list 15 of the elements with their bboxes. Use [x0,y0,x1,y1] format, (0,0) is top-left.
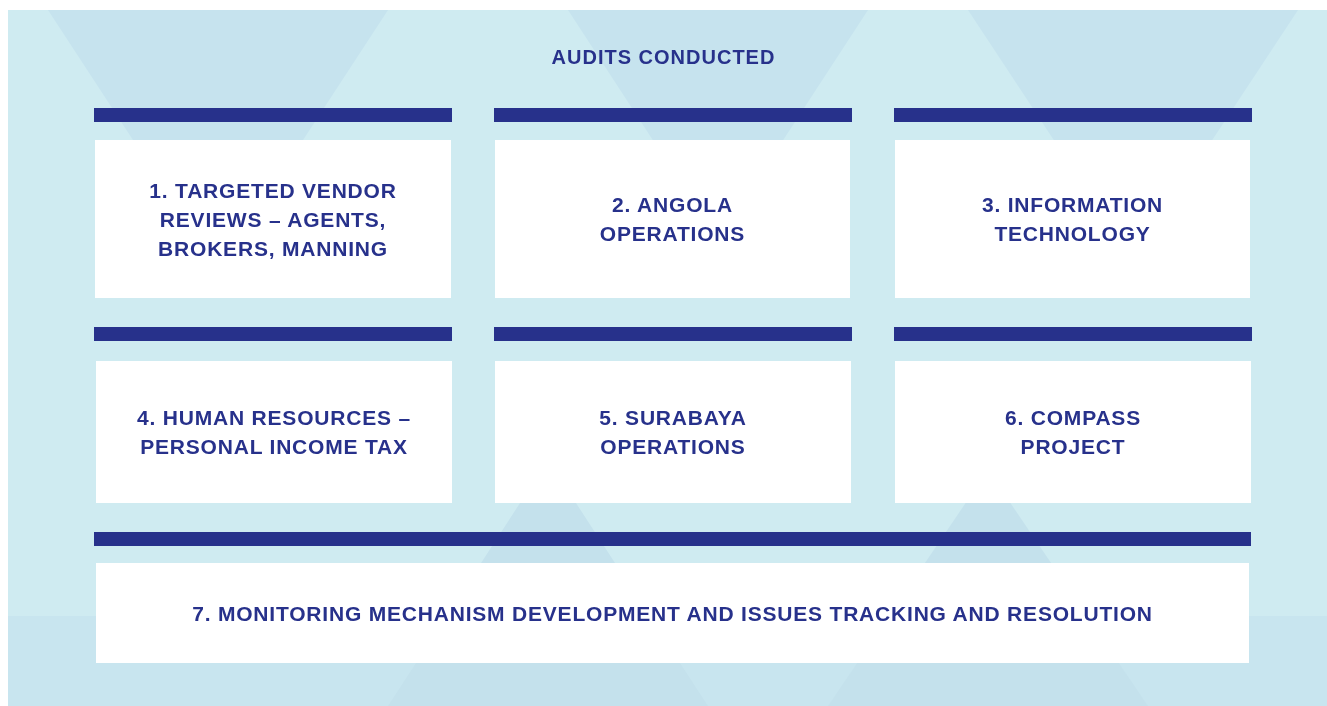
audit-label: 3. INFORMATION TECHNOLOGY [980,192,1165,247]
audit-box [895,361,1251,503]
audit-label: 4. HUMAN RESOURCES – PERSONAL INCOME TAX [136,405,412,460]
audit-box [96,563,1249,663]
audit-box [96,361,452,503]
audit-label: 7. MONITORING MECHANISM DEVELOPMENT AND ISSUES TRACKING AND RESOLUTION [192,600,1153,627]
audit-label: 1. TARGETED VENDOR REVIEWS – AGENTS, BROKERS, MANNING [148,177,398,262]
audit-box [95,140,451,298]
audit-box [895,140,1250,298]
audit-label: 5. SURABAYA OPERATIONS [598,405,748,460]
diagram-title: AUDITS CONDUCTED [550,46,777,69]
audit-label: 2. ANGOLA OPERATIONS [598,192,747,247]
audit-box [495,140,850,298]
audit-box [495,361,851,503]
audit-label: 6. COMPASS PROJECT [1004,405,1142,460]
